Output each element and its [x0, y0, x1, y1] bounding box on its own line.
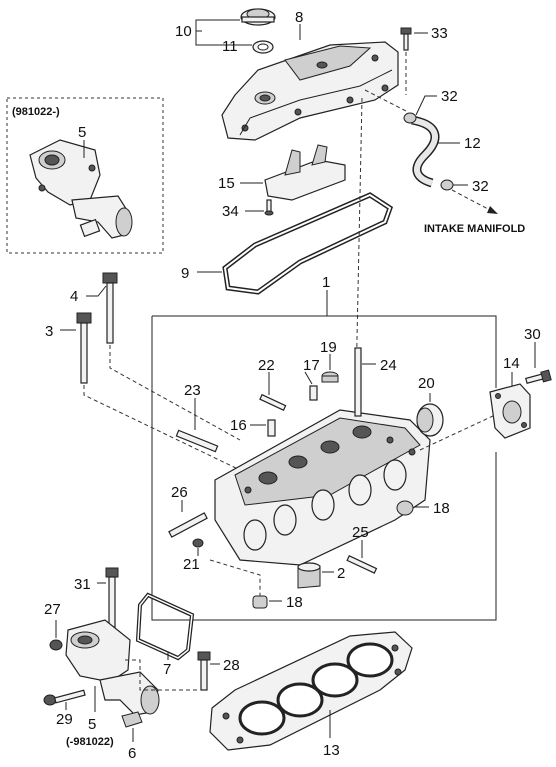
callout-32b: 32 — [472, 178, 489, 195]
callout-10: 10 — [175, 23, 192, 40]
callout-14: 14 — [503, 355, 520, 372]
plug-20 — [416, 403, 444, 437]
oil-filler-cap — [240, 8, 276, 26]
callout-2: 2 — [337, 565, 345, 582]
cylinder-head — [214, 409, 431, 566]
callout-6: 6 — [128, 745, 136, 762]
head-bolt-4 — [102, 272, 118, 344]
callout-20: 20 — [418, 375, 435, 392]
bolt-29 — [43, 689, 86, 706]
head-bolt-3 — [76, 312, 92, 384]
plug-18-lower — [252, 595, 268, 609]
callout-3: 3 — [45, 323, 53, 340]
stud-22 — [259, 393, 287, 412]
callout-16: 16 — [230, 417, 247, 434]
hose-clamp-lower — [440, 179, 454, 191]
stud-24 — [354, 347, 362, 417]
callout-32a: 32 — [441, 88, 458, 105]
callout-11: 11 — [222, 38, 238, 55]
breather-hose — [411, 115, 440, 188]
stud-23 — [175, 429, 219, 453]
callout-29: 29 — [56, 711, 73, 728]
variant-inset-box — [6, 97, 164, 254]
variant-from-label: (981022-) — [12, 106, 60, 118]
callout-19: 19 — [320, 339, 337, 356]
arrow-to-intake — [487, 206, 498, 214]
callout-5a: 5 — [78, 124, 86, 141]
callout-28: 28 — [223, 657, 240, 674]
screw-34 — [264, 199, 274, 216]
callout-26: 26 — [171, 484, 188, 501]
valve-seal-2 — [297, 562, 321, 589]
callout-23: 23 — [184, 382, 201, 399]
callout-30: 30 — [524, 326, 541, 343]
stud-26 — [168, 512, 208, 538]
variant-to-label: (-981022) — [66, 736, 114, 748]
bolt-28 — [197, 651, 211, 691]
callout-12: 12 — [464, 135, 481, 152]
head-gasket — [209, 631, 413, 751]
baffle-plate — [264, 144, 346, 201]
filler-cap-gasket — [252, 40, 274, 54]
nut-27 — [49, 639, 63, 651]
cover-gasket — [222, 192, 394, 295]
thermostat-housing-old — [65, 619, 160, 716]
intake-manifold-label: INTAKE MANIFOLD — [424, 223, 525, 235]
callout-13: 13 — [323, 742, 340, 759]
callout-27: 27 — [44, 601, 61, 618]
callout-9: 9 — [181, 265, 189, 282]
callout-17: 17 — [303, 357, 320, 374]
bolt-21 — [192, 538, 204, 548]
assembly-frame — [152, 315, 497, 388]
callout-21: 21 — [183, 556, 200, 573]
callout-18a: 18 — [433, 500, 450, 517]
dowel-17 — [309, 385, 318, 401]
callout-18b: 18 — [286, 594, 303, 611]
seal-18-upper — [396, 500, 414, 516]
bolt-31 — [105, 567, 119, 628]
end-plate — [489, 383, 531, 439]
thermostat-6 — [121, 711, 143, 728]
callout-24: 24 — [380, 357, 397, 374]
thermostat-housing-new — [29, 139, 133, 239]
callout-15: 15 — [218, 175, 235, 192]
housing-gasket-7 — [135, 592, 195, 661]
callout-34: 34 — [222, 203, 239, 220]
callout-4: 4 — [70, 288, 78, 305]
hose-clamp-upper — [403, 112, 417, 124]
callout-25: 25 — [352, 524, 369, 541]
callout-22: 22 — [258, 357, 275, 374]
callout-5b: 5 — [88, 716, 96, 733]
dowel-16 — [267, 419, 276, 437]
stud-25 — [346, 555, 378, 574]
callout-33: 33 — [431, 25, 448, 42]
callout-31: 31 — [74, 576, 91, 593]
callout-8: 8 — [295, 9, 303, 26]
callout-1: 1 — [322, 274, 330, 291]
cap-19 — [321, 371, 339, 383]
callout-7: 7 — [163, 661, 171, 678]
bolt-30 — [525, 369, 552, 384]
bolt-33 — [400, 27, 412, 51]
cylinder-head-cover — [221, 41, 399, 141]
